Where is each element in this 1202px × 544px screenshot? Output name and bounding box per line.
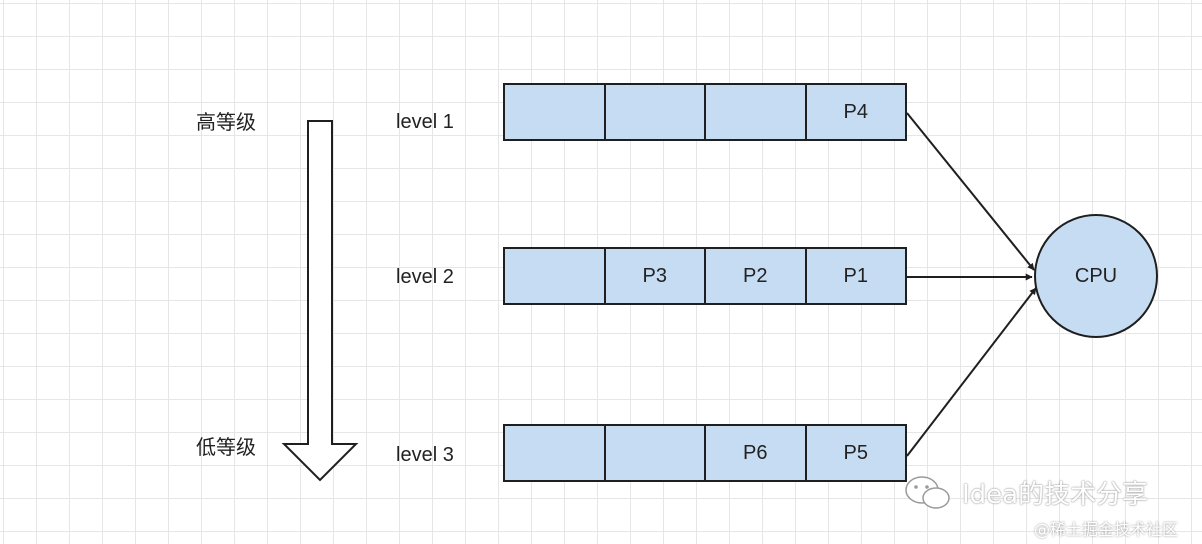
- queue-level-3: P6 P5: [503, 424, 907, 482]
- queue-level-2: P3 P2 P1: [503, 247, 907, 305]
- queue-slot-p3: P3: [603, 247, 706, 305]
- queue-level-1: P4: [503, 83, 907, 141]
- arrow-level1-to-cpu: [906, 112, 1035, 271]
- queue-slot-p4: P4: [804, 83, 907, 141]
- queue-slot: [503, 247, 606, 305]
- low-priority-label: 低等级: [196, 435, 256, 459]
- level-3-label: level 3: [396, 444, 454, 466]
- watermark-text: Idea的技术分享: [962, 480, 1149, 510]
- queue-slot: [503, 424, 606, 482]
- queue-slot: [503, 83, 606, 141]
- queue-slot-p2: P2: [704, 247, 807, 305]
- level-2-label: level 2: [396, 266, 454, 288]
- queue-slot-p6: P6: [704, 424, 807, 482]
- queue-slot-p1: P1: [804, 247, 907, 305]
- queue-slot: [603, 424, 706, 482]
- source-attribution: @稀土掘金技术社区: [1034, 520, 1179, 539]
- priority-down-arrow: [281, 120, 359, 482]
- high-priority-label: 高等级: [196, 110, 256, 134]
- cpu-node: CPU: [1034, 214, 1158, 338]
- queue-slot-p5: P5: [804, 424, 907, 482]
- queue-slot: [603, 83, 706, 141]
- queue-slot: [704, 83, 807, 141]
- arrow-level3-to-cpu: [906, 287, 1037, 457]
- level-1-label: level 1: [396, 111, 454, 133]
- wechat-icon: [905, 476, 950, 509]
